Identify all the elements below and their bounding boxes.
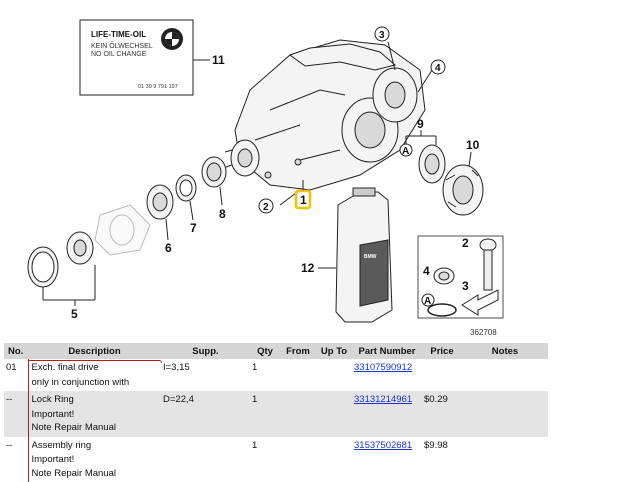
- callout-9[interactable]: 9: [417, 117, 424, 131]
- nut-4[interactable]: [434, 268, 454, 284]
- callout-2[interactable]: 2: [263, 202, 269, 213]
- callout-5[interactable]: 5: [71, 307, 78, 321]
- pinion-seal-8[interactable]: [202, 157, 226, 187]
- row-description-line: Lock Ring: [32, 393, 160, 407]
- row-part-number: 31537502681: [352, 437, 422, 482]
- row-description-line: Important!: [32, 453, 160, 467]
- row-part-number: 33131214961: [352, 391, 422, 437]
- row-description: Exch. final drive only in conjunction wi…: [28, 359, 161, 391]
- col-header-price: Price: [422, 343, 462, 359]
- parts-diagram: LIFE-TIME-OIL KEIN ÖLWECHSEL NO OIL CHAN…: [0, 0, 640, 342]
- flange-6[interactable]: [147, 185, 173, 219]
- row-notes: [462, 437, 548, 482]
- diagram-ref-number: 362708: [470, 328, 497, 337]
- col-header-qty: Qty: [250, 343, 280, 359]
- row-price: $0.29: [422, 391, 462, 437]
- callout-11[interactable]: 11: [212, 53, 225, 67]
- detail-callout-2[interactable]: 2: [462, 236, 469, 250]
- row-description-line: Note Repair Manual: [32, 421, 160, 435]
- row-supp: I=3,15: [161, 359, 250, 391]
- row-no: --: [4, 437, 28, 482]
- row-supp: D=22,4: [161, 391, 250, 437]
- row-description: Lock Ring Important! Note Repair Manual: [28, 391, 161, 437]
- col-header-supp: Supp.: [161, 343, 250, 359]
- callout-8[interactable]: 8: [219, 207, 226, 221]
- row-qty: 1: [250, 391, 280, 437]
- detail-label-a[interactable]: A: [424, 296, 431, 307]
- row-price: [422, 359, 462, 391]
- spacer-7[interactable]: [176, 175, 196, 201]
- oil-bottle-12[interactable]: BMW: [336, 188, 392, 322]
- callout-7[interactable]: 7: [190, 221, 197, 235]
- callout-10[interactable]: 10: [466, 138, 480, 152]
- row-description-line: Note Repair Manual: [32, 467, 160, 481]
- row-up-to: [316, 391, 352, 437]
- row-no: 01: [4, 359, 28, 391]
- row-from: [280, 391, 316, 437]
- callout-3[interactable]: 3: [379, 30, 385, 41]
- part-number-link[interactable]: 33131214961: [354, 394, 412, 405]
- row-description-line: only in conjunction with: [32, 376, 160, 390]
- label-part-number: 01 39 9 791 197: [138, 84, 178, 90]
- row-up-to: [316, 359, 352, 391]
- detail-callout-3[interactable]: 3: [462, 279, 469, 293]
- row-notes: [462, 391, 548, 437]
- row-description: Assembly ring Important! Note Repair Man…: [28, 437, 161, 482]
- col-header-no: No.: [4, 343, 28, 359]
- row-description-line: Important!: [32, 408, 160, 422]
- row-up-to: [316, 437, 352, 482]
- callout-4[interactable]: 4: [435, 63, 441, 74]
- description-highlight-frame: [28, 360, 162, 363]
- table-header-row: No. Description Supp. Qty From Up To Par…: [4, 343, 548, 359]
- row-qty: 1: [250, 437, 280, 482]
- col-header-description: Description: [28, 343, 161, 359]
- detail-callout-4[interactable]: 4: [423, 264, 430, 278]
- part-number-link[interactable]: 33107590912: [354, 362, 412, 373]
- row-notes: [462, 359, 548, 391]
- oil-brand-text: BMW: [364, 254, 377, 260]
- col-header-part-number: Part Number: [352, 343, 422, 359]
- oil-label-sticker[interactable]: LIFE-TIME-OIL KEIN ÖLWECHSEL NO OIL CHAN…: [80, 20, 193, 95]
- detail-box: 2 4 3 A: [418, 236, 503, 318]
- row-part-number: 33107590912: [352, 359, 422, 391]
- col-header-notes: Notes: [462, 343, 548, 359]
- row-description-line: Assembly ring: [32, 439, 160, 453]
- detail-marker-a[interactable]: A: [402, 146, 409, 157]
- table-row: -- Lock Ring Important! Note Repair Manu…: [4, 391, 548, 437]
- label-line2: NO OIL CHANGE: [91, 51, 147, 58]
- table-row: -- Assembly ring Important! Note Repair …: [4, 437, 548, 482]
- label-title: LIFE-TIME-OIL: [91, 30, 146, 39]
- callout-1[interactable]: 1: [300, 193, 307, 207]
- row-from: [280, 437, 316, 482]
- callout-12[interactable]: 12: [301, 261, 315, 275]
- row-from: [280, 359, 316, 391]
- ghost-shaft: [95, 205, 150, 255]
- row-description-line: Exch. final drive: [32, 361, 160, 375]
- seal-ring-5[interactable]: [28, 247, 58, 287]
- part-number-link[interactable]: 31537502681: [354, 440, 412, 451]
- row-qty: 1: [250, 359, 280, 391]
- cover-10[interactable]: [443, 165, 483, 215]
- table-row: 01 Exch. final drive only in conjunction…: [4, 359, 548, 391]
- output-seal-9[interactable]: [419, 145, 445, 183]
- nut-5[interactable]: [67, 232, 93, 264]
- final-drive-housing[interactable]: [225, 40, 425, 190]
- row-price: $9.98: [422, 437, 462, 482]
- col-header-up-to: Up To: [316, 343, 352, 359]
- row-supp: [161, 437, 250, 482]
- callout-6[interactable]: 6: [165, 241, 172, 255]
- col-header-from: From: [280, 343, 316, 359]
- parts-table: No. Description Supp. Qty From Up To Par…: [4, 343, 548, 482]
- row-no: --: [4, 391, 28, 437]
- bmw-roundel-logo: [161, 28, 183, 50]
- label-line1: KEIN ÖLWECHSEL: [91, 42, 153, 50]
